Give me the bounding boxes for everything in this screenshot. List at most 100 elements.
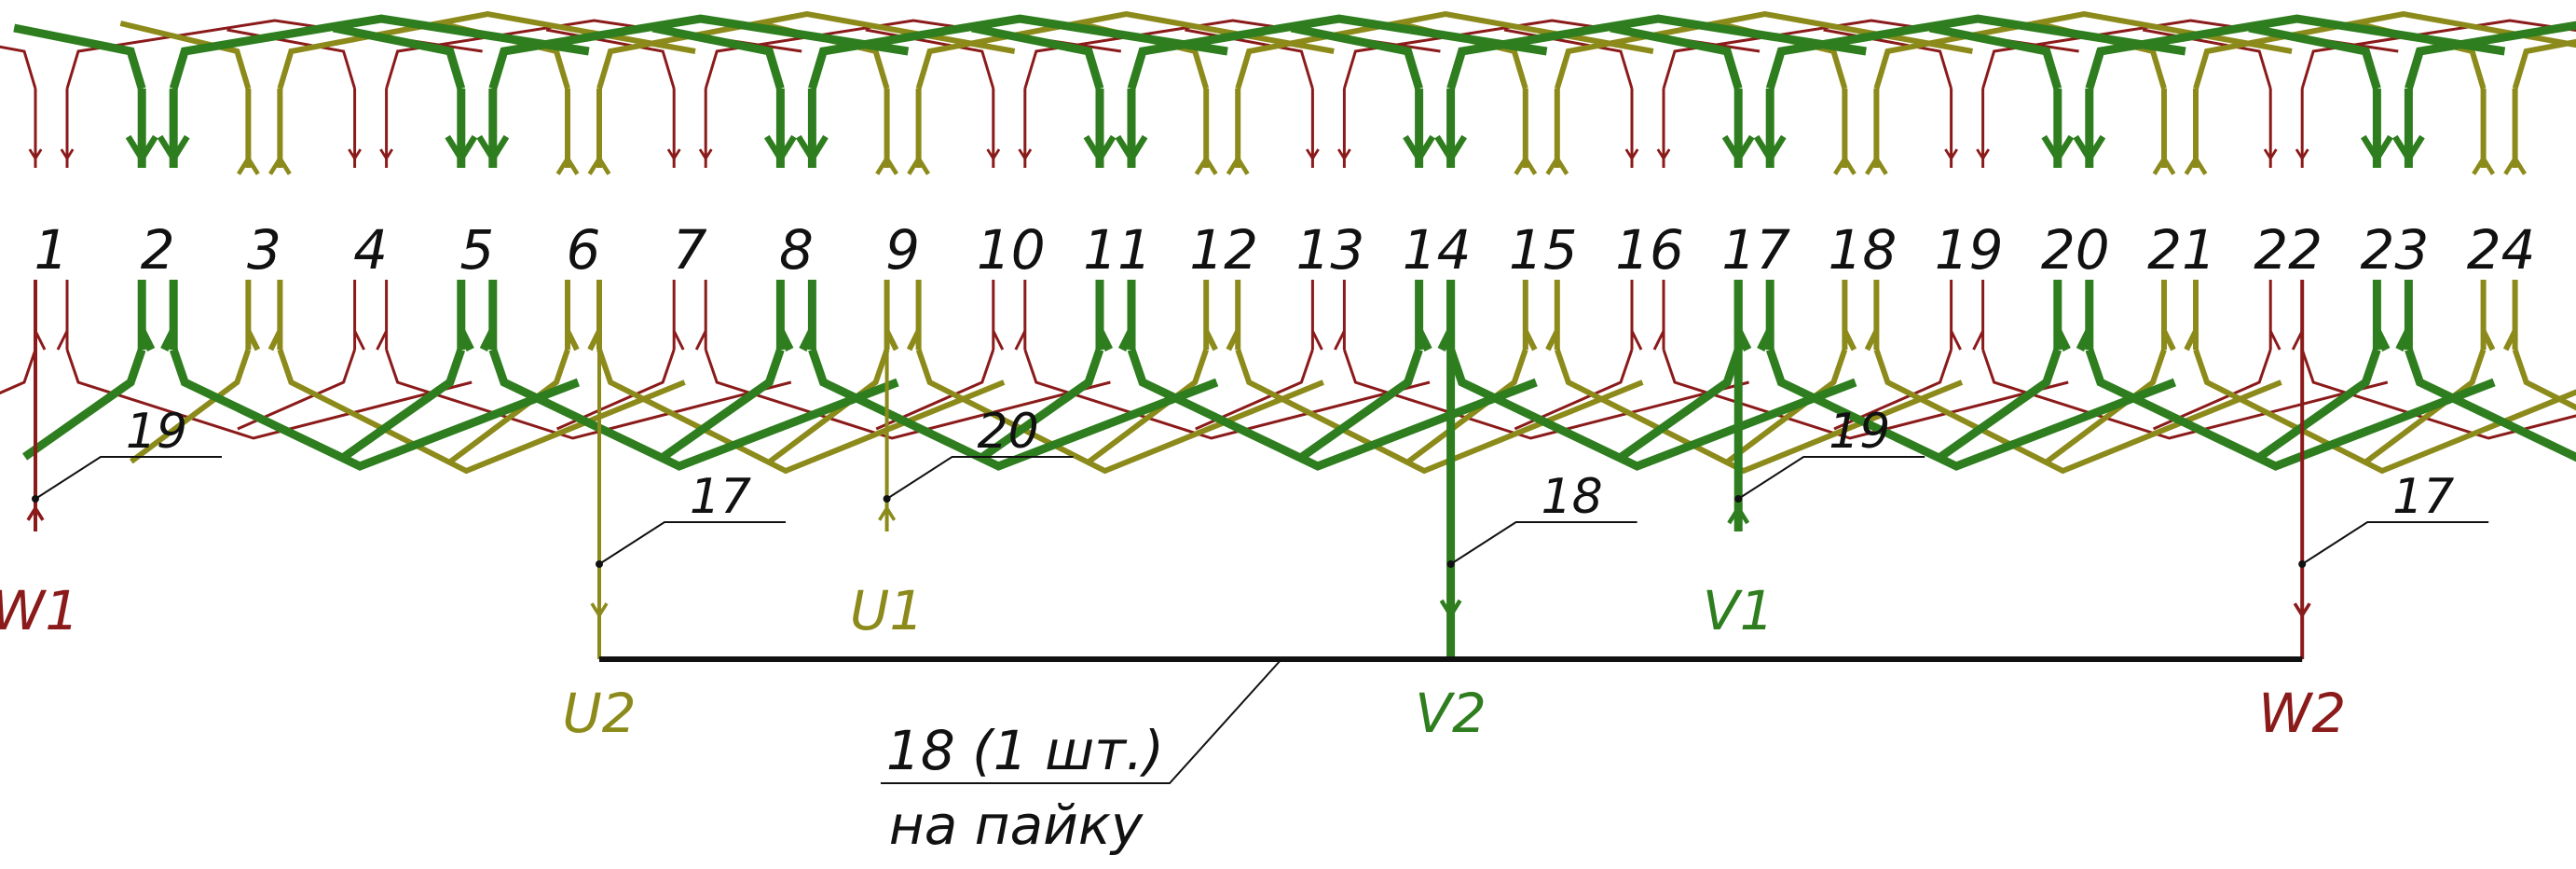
bottom-end-turn-left-U-14 [1299, 348, 1423, 461]
bottom-end-turn-left-U-11 [980, 348, 1104, 461]
bottom-end-turn-U-14 [1446, 348, 1857, 471]
current-arrow-19-a [1944, 148, 1958, 161]
current-arrow-9-b [907, 154, 930, 175]
bottom-end-turn-left-U-8 [661, 348, 785, 461]
bottom-end-turn-U-8 [808, 348, 1219, 471]
current-arrow-13-a [1306, 148, 1320, 161]
slot-number: 20 [2041, 218, 2110, 282]
lower-kink-23 [2373, 328, 2391, 352]
top-end-turn-left-U-2 [13, 23, 146, 90]
lower-kink-4 [353, 330, 365, 351]
slot-number: 13 [1295, 218, 1364, 282]
lower-kink-b-19 [1972, 330, 1984, 351]
top-end-turn-U-23 [2405, 21, 2576, 90]
current-arrow-9-a [875, 154, 898, 175]
lower-kink-2 [138, 328, 156, 352]
slot-number: 23 [2360, 218, 2429, 282]
top-end-turn-U-11 [1127, 14, 1548, 90]
lower-kink-b-23 [2395, 328, 2413, 352]
leader-line-W2 [2301, 521, 2489, 565]
current-arrow-20-a [2041, 134, 2075, 165]
current-arrow-21-b [2184, 154, 2208, 175]
current-arrow-17-a [1721, 134, 1755, 165]
bottom-end-turn-W-10 [1023, 349, 1431, 440]
current-arrow-8-a [764, 134, 797, 165]
top-end-turn-U-14 [1446, 14, 1867, 90]
current-arrow-3-a [237, 154, 260, 175]
top-end-turn-U-5 [488, 14, 910, 90]
current-arrow-14-b [1434, 134, 1467, 165]
lower-kink-b-2 [160, 328, 178, 352]
top-end-turn-U-17 [1765, 14, 2186, 90]
lower-kink-24 [2480, 329, 2496, 352]
lower-kink-18 [1842, 329, 1857, 352]
slot-number: 22 [2254, 218, 2323, 282]
bottom-end-turn-W-13 [1342, 349, 1749, 440]
bottom-end-turn-V-24 [2512, 349, 2576, 411]
bottom-end-turn-U-20 [2085, 348, 2496, 471]
leader-line-V1 [1737, 456, 1925, 500]
slot-number: 10 [977, 218, 1046, 282]
lower-kink-b-18 [1864, 329, 1880, 352]
current-arrow-12-a [1194, 154, 1218, 175]
bottom-end-turn-W-7 [704, 349, 1111, 440]
slot-number: 21 [2147, 218, 2216, 282]
bottom-end-turn-V-3 [277, 349, 686, 475]
lower-kink-b-15 [1545, 329, 1560, 352]
lower-kink-10 [992, 330, 1005, 351]
current-arrow-6-b [587, 154, 611, 175]
current-arrow-21-a [2152, 154, 2176, 175]
leader-label-U1: 20 [978, 404, 1039, 460]
lower-kink-20 [2053, 328, 2071, 352]
bottom-end-turn-W-1 [65, 349, 473, 440]
bottom-end-turn-V-21 [2193, 349, 2576, 475]
current-arrow-2-b [157, 134, 190, 165]
bus-note-line2: на пайку [889, 793, 1144, 857]
lower-kink-b-10 [1014, 330, 1027, 351]
top-end-turn-left-U-14 [1290, 23, 1423, 90]
bottom-end-turn-U-5 [488, 348, 899, 471]
bottom-end-turn-U-17 [1765, 348, 2177, 471]
leader-line-U1 [886, 456, 1074, 500]
slot-number: 12 [1189, 218, 1258, 282]
terminal-label-U1: U1 [850, 579, 924, 642]
current-arrow-4-b [379, 148, 393, 161]
slot-number: 15 [1509, 218, 1578, 282]
bus-note-line1: 18 (1 шт.) [886, 719, 1164, 782]
current-arrow-8-b [796, 134, 829, 165]
terminal-arrow-V1 [1727, 503, 1750, 525]
current-arrow-14-a [1403, 134, 1435, 165]
leader-label-U2: 17 [690, 469, 751, 525]
current-arrow-3-b [268, 154, 292, 175]
current-arrow-10-a [986, 148, 1001, 161]
lower-kink-b-8 [799, 328, 816, 352]
lower-kink-b-16 [1652, 330, 1665, 351]
bottom-end-turn-W-22 [2300, 349, 2576, 440]
bottom-end-turn-V-6 [596, 349, 1006, 475]
current-arrow-15-b [1545, 154, 1569, 175]
current-arrow-10-b [1018, 148, 1033, 161]
bottom-end-turn-U-23 [2405, 348, 2576, 462]
bottom-end-turn-left-V-9 [768, 349, 890, 464]
lower-kink-b-13 [1334, 330, 1346, 351]
slot-number: 6 [567, 218, 601, 282]
lower-kink-5 [457, 328, 474, 352]
lower-kink-12 [1203, 329, 1218, 352]
top-end-turn-left-W-1 [0, 45, 37, 90]
current-arrow-16-b [1656, 148, 1671, 161]
lower-kink-b-9 [906, 329, 922, 352]
lower-kink-16 [1630, 330, 1643, 351]
lower-kink-b-17 [1757, 328, 1774, 352]
bottom-end-turn-left-W-10 [875, 349, 995, 431]
current-arrow-2-a [125, 134, 158, 165]
lower-kink-b-21 [2184, 329, 2199, 352]
current-arrow-6-a [555, 154, 580, 175]
winding-mid-layer [119, 10, 2576, 475]
bottom-end-turn-left-W-22 [2152, 349, 2272, 431]
current-arrow-1-a [28, 148, 43, 161]
slot-number: 19 [1935, 218, 2004, 282]
slot-number: 24 [2467, 218, 2536, 282]
current-arrow-11-b [1115, 134, 1148, 165]
terminal-label-U2: U2 [562, 682, 636, 745]
